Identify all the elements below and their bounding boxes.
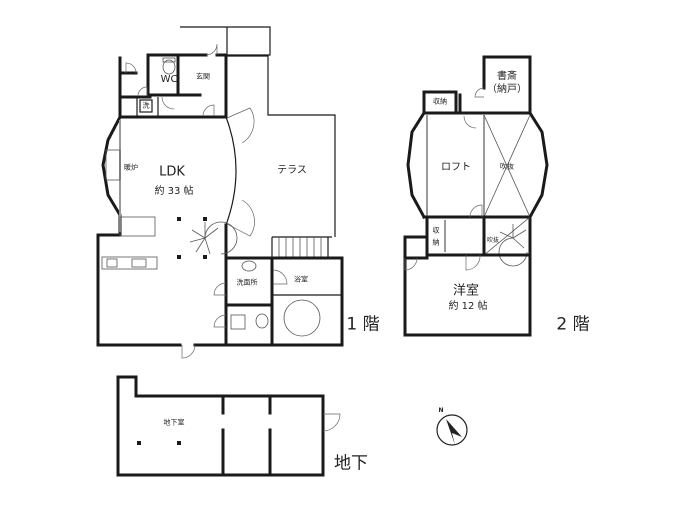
washbasin-box — [139, 99, 153, 113]
floor-title-2f: 2 階 — [556, 314, 590, 335]
room-label-storage-top: 収納 — [433, 97, 447, 106]
room-label-terrace: テラス — [277, 165, 307, 176]
floor2-plan — [403, 55, 549, 337]
floor-title-basement: 地下 — [334, 453, 368, 474]
loft-bay-wall — [406, 110, 427, 220]
toilet-icon — [162, 59, 176, 75]
basement-plan — [116, 375, 341, 477]
room-label-basement-room: 地下室 — [163, 418, 185, 427]
room-label-loft: ロフト — [441, 162, 471, 173]
compass-north-label: N — [438, 407, 444, 414]
room-size-western-room: 約 12 帖 — [448, 301, 488, 312]
room-label-entrance: 玄関 — [196, 72, 210, 81]
room-label-atrium: 吹抜 — [500, 162, 514, 171]
compass-icon — [436, 414, 468, 446]
western-room-walls — [403, 253, 532, 337]
room-label-fireplace: 暖炉 — [124, 163, 138, 172]
room-label-ldk: LDK — [159, 164, 185, 180]
spiral-staircase-2f — [498, 224, 528, 267]
terrace-outline — [227, 55, 336, 237]
floor-title-1f: 1 階 — [346, 314, 380, 335]
fireplace-icon — [105, 149, 121, 181]
terrace-steps — [271, 236, 332, 258]
room-label-study-note: （納戸） — [487, 84, 527, 95]
floor1-plan — [96, 26, 344, 359]
entrance-door — [205, 43, 218, 56]
bathtub-icon — [283, 299, 321, 337]
room-size-ldk: 約 33 帖 — [154, 186, 194, 197]
curved-window-wall — [225, 116, 237, 226]
back-door — [181, 344, 196, 359]
room-label-bathroom: 浴室 — [294, 275, 308, 284]
basement-walls — [116, 375, 325, 477]
spiral-staircase-1f — [189, 221, 238, 255]
room-label-atrium-small: 吹抜 — [486, 237, 500, 244]
room-label-wc: WC — [160, 74, 178, 85]
ldk-outer-wall — [96, 114, 182, 347]
room-label-study: 書斎 — [497, 71, 517, 82]
room-label-washroom: 洗面所 — [236, 278, 258, 287]
room-label-western-room: 洋室 — [452, 283, 480, 299]
room-label-washbasin: 洗 — [142, 101, 150, 110]
basement-door — [322, 413, 341, 432]
room-label-storage-mid-2: 納 — [432, 238, 440, 247]
kitchen-counter — [119, 216, 156, 237]
kitchen-sink-counter — [101, 256, 158, 270]
terrace-roof-outline — [180, 26, 271, 56]
study-walls — [453, 55, 532, 115]
room-label-storage-mid-1: 収 — [432, 226, 440, 235]
